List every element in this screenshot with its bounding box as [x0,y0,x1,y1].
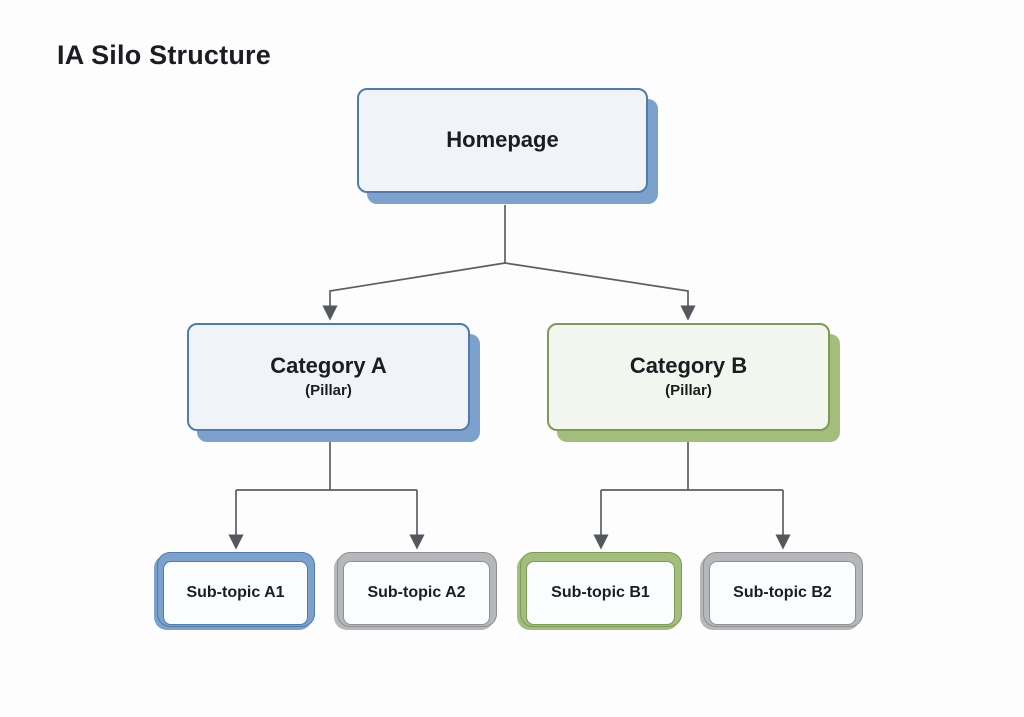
node-subtopic-b1: Sub-topic B1 [520,552,682,627]
node-subtopic-b1-label: Sub-topic B1 [551,584,650,601]
node-subtopic-a1: Sub-topic A1 [157,552,315,627]
node-category-a-sublabel: (Pillar) [305,382,352,400]
node-subtopic-b1-inner: Sub-topic B1 [526,561,675,625]
node-category-a: Category A (Pillar) [187,323,470,431]
node-subtopic-a2-label: Sub-topic A2 [367,584,466,601]
node-subtopic-a2-inner: Sub-topic A2 [343,561,490,625]
node-subtopic-b2: Sub-topic B2 [703,552,863,627]
node-category-b: Category B (Pillar) [547,323,830,431]
node-subtopic-a2: Sub-topic A2 [337,552,497,627]
node-category-b-sublabel: (Pillar) [665,382,712,400]
node-category-a-label: Category A [270,353,387,379]
node-category-b-label: Category B [629,353,748,379]
node-subtopic-a1-label: Sub-topic A1 [186,584,285,601]
node-subtopic-b2-inner: Sub-topic B2 [709,561,856,625]
edge-homepage-category-a [322,262,506,321]
node-homepage-label: Homepage [446,127,559,153]
node-subtopic-a1-inner: Sub-topic A1 [163,561,308,625]
node-homepage: Homepage [357,88,648,193]
node-subtopic-b2-label: Sub-topic B2 [733,584,832,601]
diagram-title: IA Silo Structure [57,40,271,70]
edge-homepage-category-b [504,262,696,321]
